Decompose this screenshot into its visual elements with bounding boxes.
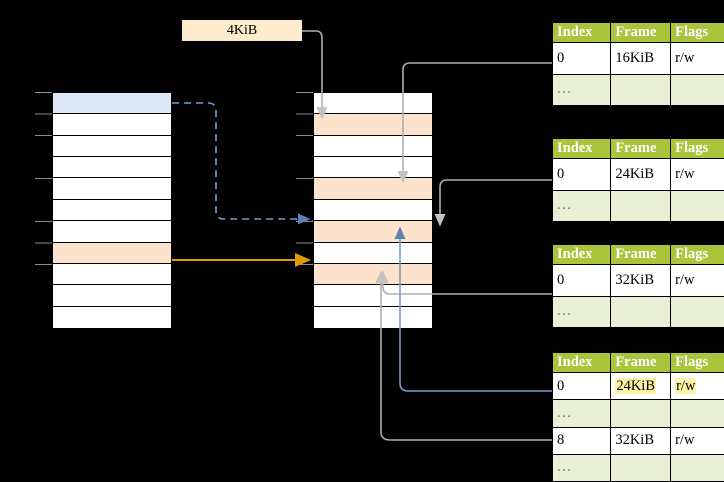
physical-address-space-row-1 [314,114,432,136]
page-table-1-cell-flags [670,73,724,105]
physical-address-space-column [313,92,433,329]
physical-address-space-row-3 [314,157,432,179]
virtual-address-space-row-7 [53,242,171,264]
virtual-address-space-row-3 [53,157,171,179]
page-table-2-cell-flags: r/w [670,158,724,191]
virtual-address-space-row-5 [53,199,171,222]
page-table-4-cell-frame: 24KiB [610,371,672,401]
page-table-3-cell-flags [670,295,724,327]
wire-virtual-row0-to-physical [172,102,311,225]
physical-column-ticks [296,92,313,265]
physical-address-space-row-2 [314,135,432,158]
page-table-4-cell-index: ... [553,453,612,481]
page-table-4-cell-index: ... [553,399,612,428]
page-table-1-cell-index: 0 [553,42,612,75]
page-table-4-cell-flags [670,399,724,428]
page-table-3-cell-index: ... [553,295,612,327]
page-table-4-cell-flags: r/w [670,371,724,401]
page-table-2-cell-index: 0 [553,158,612,191]
physical-address-space-row-4 [314,178,432,200]
page-table-2-cell-frame [610,189,672,221]
page-table-4-cell-frame: 32KiB [610,426,672,455]
virtual-address-space-row-4 [53,178,171,200]
page-table-4-header-flags: Flags [670,353,724,373]
page-table-3-cell-frame: 32KiB [610,264,672,297]
virtual-address-space-column [52,92,172,329]
page-table-3-cell-flags: r/w [670,264,724,297]
page-table-2-cell-flags [670,189,724,221]
virtual-column-ticks [35,92,52,265]
page-table-4-cell-frame [610,399,672,428]
page-table-1-cell-frame: 16KiB [610,42,672,75]
page-table-4-cell-frame [610,453,672,481]
physical-address-space-row-5 [314,199,432,222]
page-table-2-cell-index: ... [553,189,612,221]
page-table-4-row[interactable]: ... [553,399,724,428]
page-table-4-header-index: Index [553,353,612,373]
virtual-address-space-row-6 [53,221,171,243]
page-table-1-row[interactable]: ... [553,73,724,105]
physical-address-space-row-7 [314,242,432,264]
page-table-4-header-frame: Frame [610,353,672,373]
physical-address-space-row-10 [314,306,432,328]
wire-table2-to-physical [434,179,552,227]
virtual-address-space-row-2 [53,135,171,158]
virtual-address-space-row-10 [53,306,171,328]
page-table-1-header-flags: Flags [670,23,724,43]
page-table-1-cell-flags: r/w [670,42,724,75]
page-table-1-header-index: Index [553,23,612,43]
page-table-1-cell-index: ... [553,73,612,105]
page-table-2-cell-frame: 24KiB [610,158,672,191]
page-table-2-header-index: Index [553,139,612,159]
page-table-3-row[interactable]: ... [553,295,724,327]
page-table-3-cell-frame [610,295,672,327]
page-table-3-header-frame: Frame [610,245,672,265]
virtual-address-space-row-0 [53,93,171,115]
page-table-4-row[interactable]: ... [553,453,724,481]
page-table-4-cell-flags [670,453,724,481]
physical-address-space-row-8 [314,263,432,286]
physical-address-space-row-0 [314,93,432,115]
page-table-1-header-frame: Frame [610,23,672,43]
page-table-4-cell-flags: r/w [670,426,724,455]
page-table-2-row[interactable]: ... [553,189,724,221]
page-table-3-cell-index: 0 [553,264,612,297]
page-table-3-header-flags: Flags [670,245,724,265]
physical-address-space-row-9 [314,285,432,307]
virtual-address-space-row-1 [53,114,171,136]
page-table-2-header-flags: Flags [670,139,724,159]
page-table-2-header-frame: Frame [610,139,672,159]
physical-address-space-row-6 [314,221,432,243]
page-table-4-cell-index: 8 [553,426,612,455]
page-size-label: 4KiB [182,20,302,41]
virtual-address-space-row-9 [53,285,171,307]
page-table-4-cell-index: 0 [553,371,612,401]
virtual-address-space-row-8 [53,263,171,286]
page-size-label-text: 4KiB [226,22,258,38]
page-table-1-cell-frame [610,73,672,105]
page-table-3-header-index: Index [553,245,612,265]
